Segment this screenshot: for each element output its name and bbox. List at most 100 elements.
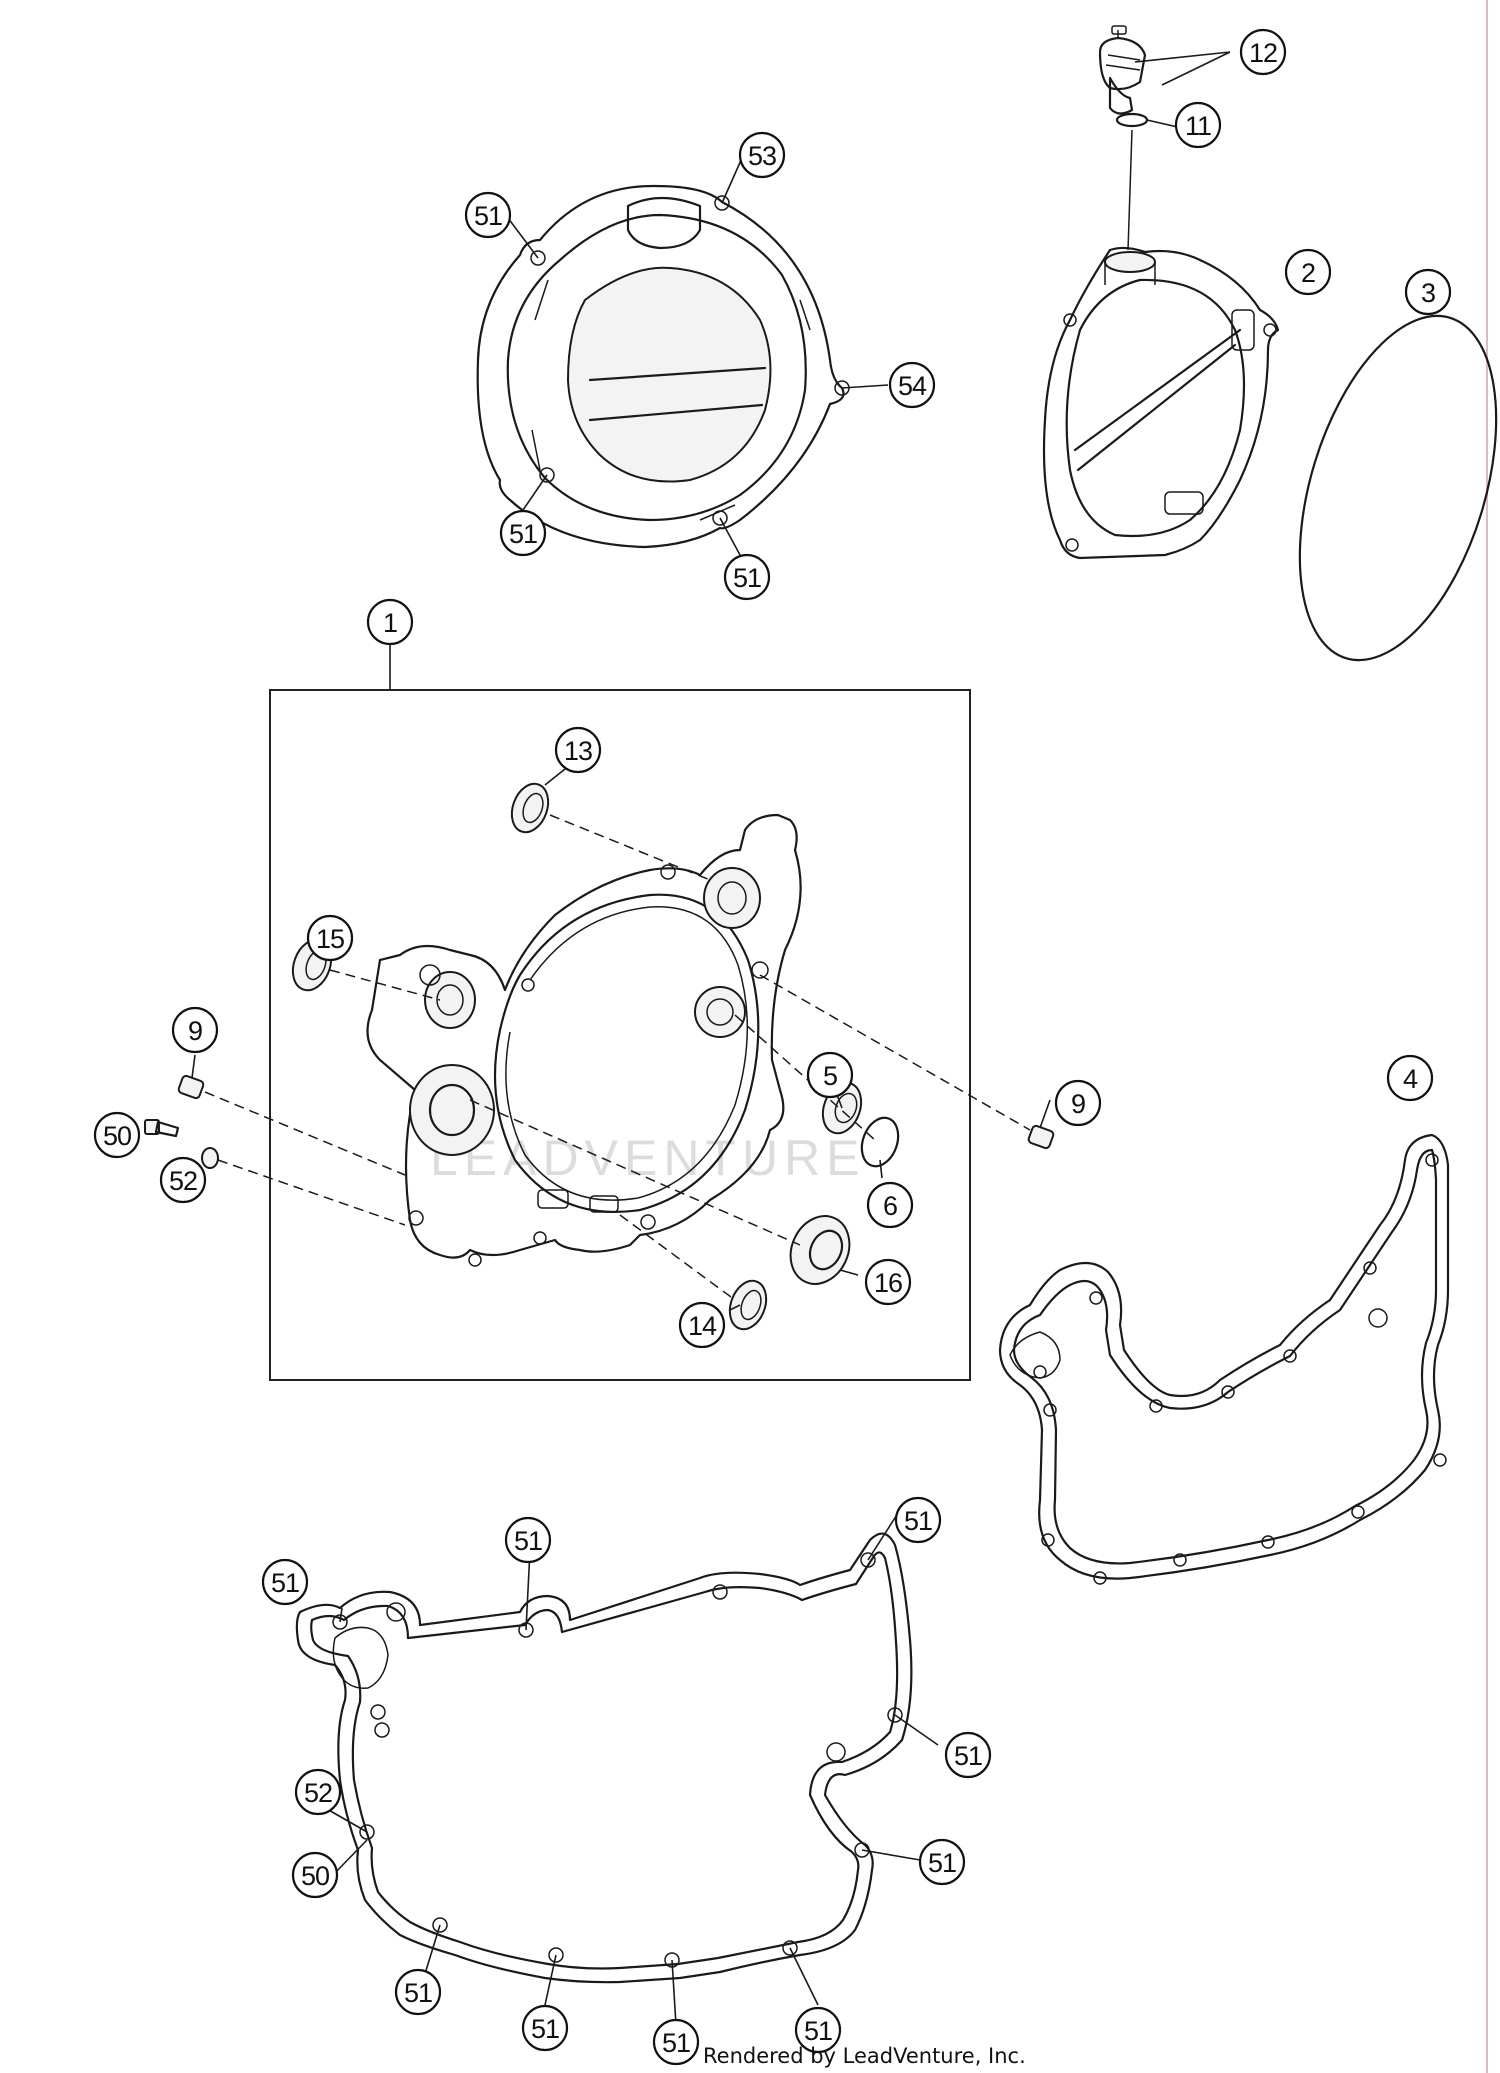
callout-14: 14 bbox=[678, 1301, 726, 1349]
callout-circle bbox=[1054, 1079, 1102, 1127]
callout-51: 51 bbox=[464, 191, 512, 239]
callout-label: 9 bbox=[188, 1016, 202, 1046]
callout-circle bbox=[944, 1731, 992, 1779]
callout-3: 3 bbox=[1404, 268, 1452, 316]
callout-circle bbox=[554, 726, 602, 774]
callout-circle bbox=[1284, 248, 1332, 296]
callout-label: 51 bbox=[733, 563, 761, 593]
callout-6: 6 bbox=[866, 1181, 914, 1229]
callout-circle bbox=[499, 509, 547, 557]
callout-2: 2 bbox=[1284, 248, 1332, 296]
callout-circle bbox=[894, 1496, 942, 1544]
callout-label: 50 bbox=[103, 1121, 131, 1151]
callout-label: 16 bbox=[874, 1268, 902, 1298]
seal-13 bbox=[510, 782, 550, 834]
callout-52: 52 bbox=[294, 1768, 342, 1816]
callout-circle bbox=[159, 1156, 207, 1204]
callout-label: 51 bbox=[514, 1526, 542, 1556]
callout-circle bbox=[93, 1111, 141, 1159]
watermark: LEADVENTURE bbox=[430, 1130, 866, 1186]
callout-label: 11 bbox=[1185, 111, 1211, 141]
callout-51: 51 bbox=[723, 553, 771, 601]
oring-3 bbox=[1298, 314, 1498, 662]
callout-54: 54 bbox=[888, 361, 936, 409]
callout-11: 11 bbox=[1174, 101, 1222, 149]
dash-9-right bbox=[759, 974, 1031, 1131]
dash-oring-to-cover bbox=[1127, 129, 1133, 251]
inner-clutch-cover bbox=[1042, 246, 1280, 560]
dash-52 bbox=[217, 1159, 406, 1226]
callout-12: 12 bbox=[1239, 28, 1287, 76]
callout-1: 1 bbox=[366, 598, 414, 646]
callout-circle bbox=[1239, 28, 1287, 76]
callout-51: 51 bbox=[944, 1731, 992, 1779]
callout-circle bbox=[504, 1516, 552, 1564]
callout-circle bbox=[464, 191, 512, 239]
callout-circle bbox=[261, 1558, 309, 1606]
leader-lines bbox=[191, 51, 1231, 2026]
seal-14 bbox=[728, 1279, 768, 1331]
callout-circle bbox=[394, 1968, 442, 2016]
callout-label: 4 bbox=[1403, 1064, 1418, 1094]
callout-4: 4 bbox=[1386, 1054, 1434, 1102]
callout-circle bbox=[366, 598, 414, 646]
callout-51: 51 bbox=[394, 1968, 442, 2016]
callout-label: 13 bbox=[564, 736, 592, 766]
washer-52 bbox=[201, 1147, 219, 1169]
bottom-gasket-cover bbox=[295, 1532, 913, 1984]
group-box-item-1 bbox=[269, 689, 971, 1381]
callout-51: 51 bbox=[499, 509, 547, 557]
callout-label: 5 bbox=[823, 1061, 837, 1091]
callout-circle bbox=[521, 2004, 569, 2052]
callout-label: 52 bbox=[304, 1778, 332, 1808]
callout-9: 9 bbox=[1054, 1079, 1102, 1127]
callout-51: 51 bbox=[261, 1558, 309, 1606]
callout-circle bbox=[1386, 1054, 1434, 1102]
callout-51: 51 bbox=[794, 2006, 842, 2054]
callout-label: 12 bbox=[1249, 38, 1277, 68]
plug-9-right bbox=[1027, 1124, 1055, 1150]
callout-circle bbox=[888, 361, 936, 409]
callout-label: 51 bbox=[404, 1978, 432, 2008]
callout-circle bbox=[794, 2006, 842, 2054]
callout-label: 9 bbox=[1071, 1089, 1085, 1119]
callout-circle bbox=[918, 1838, 966, 1886]
callout-circle bbox=[738, 131, 786, 179]
oring-11 bbox=[1115, 112, 1149, 128]
clutch-cover-casting bbox=[366, 813, 802, 1267]
outer-clutch-cover bbox=[476, 184, 850, 549]
callout-circle bbox=[171, 1006, 219, 1054]
callout-label: 54 bbox=[898, 371, 927, 401]
bolt-50 bbox=[144, 1119, 180, 1138]
callout-label: 3 bbox=[1421, 278, 1435, 308]
callout-circle bbox=[806, 1051, 854, 1099]
callout-circle bbox=[306, 914, 354, 962]
callout-circle bbox=[652, 2018, 700, 2066]
callout-50: 50 bbox=[291, 1851, 339, 1899]
callout-5: 5 bbox=[806, 1051, 854, 1099]
callout-label: 50 bbox=[301, 1861, 329, 1891]
callout-circle bbox=[864, 1258, 912, 1306]
callout-label: 51 bbox=[928, 1848, 956, 1878]
callout-52: 52 bbox=[159, 1156, 207, 1204]
bearing-16 bbox=[789, 1215, 851, 1285]
callout-16: 16 bbox=[864, 1258, 912, 1306]
callout-label: 51 bbox=[662, 2028, 690, 2058]
callout-label: 6 bbox=[883, 1191, 897, 1221]
callout-circle bbox=[723, 553, 771, 601]
callout-51: 51 bbox=[918, 1838, 966, 1886]
callout-circle bbox=[1174, 101, 1222, 149]
callout-label: 51 bbox=[804, 2016, 832, 2046]
callout-label: 51 bbox=[531, 2014, 559, 2044]
callout-label: 14 bbox=[688, 1311, 717, 1341]
callout-label: 1 bbox=[383, 608, 397, 638]
callout-label: 53 bbox=[748, 141, 776, 171]
dash-16 bbox=[469, 1099, 801, 1246]
callout-51: 51 bbox=[894, 1496, 942, 1544]
callout-label: 51 bbox=[474, 201, 502, 231]
callout-label: 51 bbox=[904, 1506, 932, 1536]
callout-50: 50 bbox=[93, 1111, 141, 1159]
callout-51: 51 bbox=[504, 1516, 552, 1564]
dash-13 bbox=[549, 814, 711, 881]
